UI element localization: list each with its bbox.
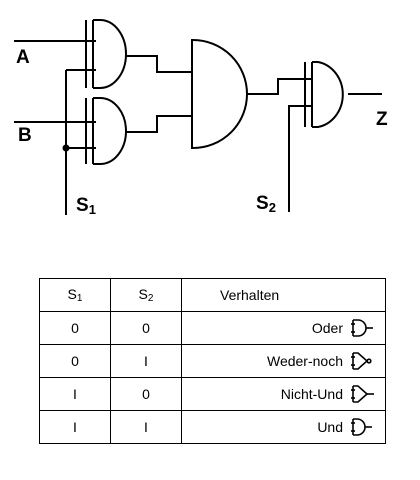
- nand-gate-icon: [351, 385, 374, 403]
- cell-behavior: Weder-noch: [181, 344, 386, 378]
- table-row: I 0 Nicht-Und: [39, 377, 386, 411]
- gate2-output-wire: [126, 115, 192, 133]
- input-label-b: B: [18, 125, 32, 146]
- table-row: 0 0 Oder: [39, 311, 386, 345]
- behavior-text: Und: [317, 419, 343, 435]
- and-output-wire: [247, 78, 312, 95]
- header-behavior: Verhalten: [181, 278, 386, 312]
- header-s1: S1: [39, 278, 111, 312]
- cell-s2: I: [110, 410, 182, 444]
- cell-s1: 0: [39, 311, 111, 345]
- input-label-a: A: [16, 47, 30, 68]
- junction-dot: [62, 144, 70, 152]
- cell-s2: 0: [110, 311, 182, 345]
- table-row: 0 I Weder-noch: [39, 344, 386, 378]
- cell-behavior: Oder: [181, 311, 386, 345]
- table-row: I I Und: [39, 410, 386, 444]
- nor-gate-icon: [351, 352, 372, 370]
- table-header-row: S1 S2 Verhalten: [39, 278, 386, 312]
- cell-s1: I: [39, 410, 111, 444]
- and-gate-icon: [351, 418, 372, 436]
- header-s2: S2: [110, 278, 182, 312]
- xor-gate-right: [304, 61, 344, 128]
- xor-gate-bottom: [85, 97, 127, 165]
- output-label-z: Z: [376, 109, 388, 130]
- gate1-output-wire: [126, 55, 192, 73]
- cell-s2: 0: [110, 377, 182, 411]
- cell-behavior: Und: [181, 410, 386, 444]
- cell-s2: I: [110, 344, 182, 378]
- or-gate-icon: [351, 319, 373, 337]
- logic-circuit-diagram: [14, 19, 382, 215]
- and-gate-large: [191, 39, 248, 149]
- cell-behavior: Nicht-Und: [181, 377, 386, 411]
- select-1-wire: [65, 69, 96, 215]
- select-label-s2: S2: [256, 193, 276, 215]
- select-label-s1: S1: [76, 195, 96, 217]
- behavior-truth-table: S1 S2 Verhalten 0 0 Oder 0 I: [39, 278, 386, 444]
- behavior-text: Oder: [311, 320, 343, 336]
- cell-s1: I: [39, 377, 111, 411]
- cell-s1: 0: [39, 344, 111, 378]
- select-2-wire: [288, 105, 312, 212]
- xor-gate-top: [85, 19, 127, 89]
- behavior-text: Weder-noch: [266, 353, 343, 369]
- behavior-text: Nicht-Und: [280, 386, 343, 402]
